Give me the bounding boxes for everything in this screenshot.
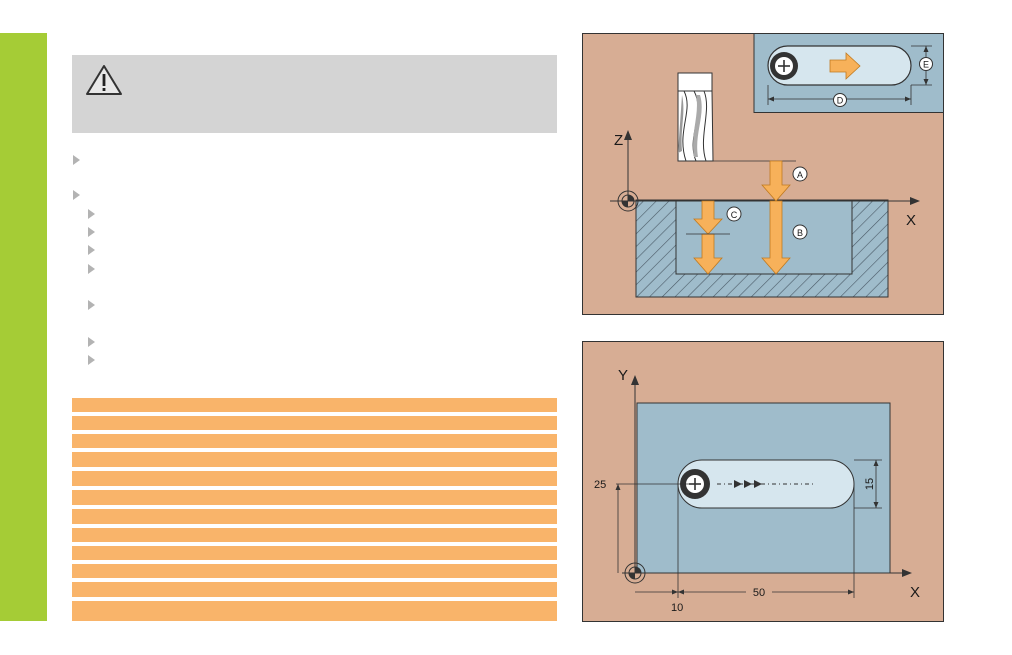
- axis-label-z: Z: [614, 132, 623, 149]
- table-row: [72, 398, 557, 412]
- table-row: [72, 434, 557, 448]
- accent-sidebar: [0, 33, 47, 621]
- end-mill-tool: [677, 72, 714, 162]
- bullet-icon: [88, 355, 95, 365]
- dimension-25: 25: [594, 479, 606, 491]
- table-row: [72, 546, 557, 560]
- bullet-icon: [73, 190, 80, 200]
- axis-label-x: X: [910, 584, 920, 601]
- label-b: B: [797, 228, 803, 238]
- table-row: [72, 490, 557, 505]
- warning-triangle-icon: [86, 65, 122, 95]
- table-row: [72, 528, 557, 542]
- axis-label-y: Y: [618, 367, 628, 384]
- bullet-icon: [88, 264, 95, 274]
- slot-position-diagram: Y X 25 15 50 10: [582, 341, 944, 622]
- table-row: [72, 471, 557, 486]
- table-row: [72, 564, 557, 578]
- slot-depth-diagram: D E Z X A B C: [582, 33, 944, 315]
- dimension-10: 10: [671, 602, 683, 614]
- bullet-icon: [88, 337, 95, 347]
- axis-label-x: X: [906, 212, 916, 229]
- label-e: E: [923, 60, 929, 70]
- table-row: [72, 509, 557, 524]
- table-row: [72, 452, 557, 467]
- table-row: [72, 601, 557, 621]
- bullet-icon: [73, 155, 80, 165]
- bullet-icon: [88, 209, 95, 219]
- label-c: C: [731, 210, 738, 220]
- dimension-15: 15: [864, 478, 876, 490]
- dimension-50: 50: [753, 587, 765, 599]
- bullet-icon: [88, 227, 95, 237]
- label-a: A: [797, 170, 803, 180]
- table-row: [72, 416, 557, 430]
- slot-top-view-inset: D E: [753, 33, 944, 113]
- warning-box: [72, 55, 557, 133]
- bullet-icon: [88, 245, 95, 255]
- label-d: D: [837, 96, 844, 106]
- table-row: [72, 582, 557, 597]
- bullet-icon: [88, 300, 95, 310]
